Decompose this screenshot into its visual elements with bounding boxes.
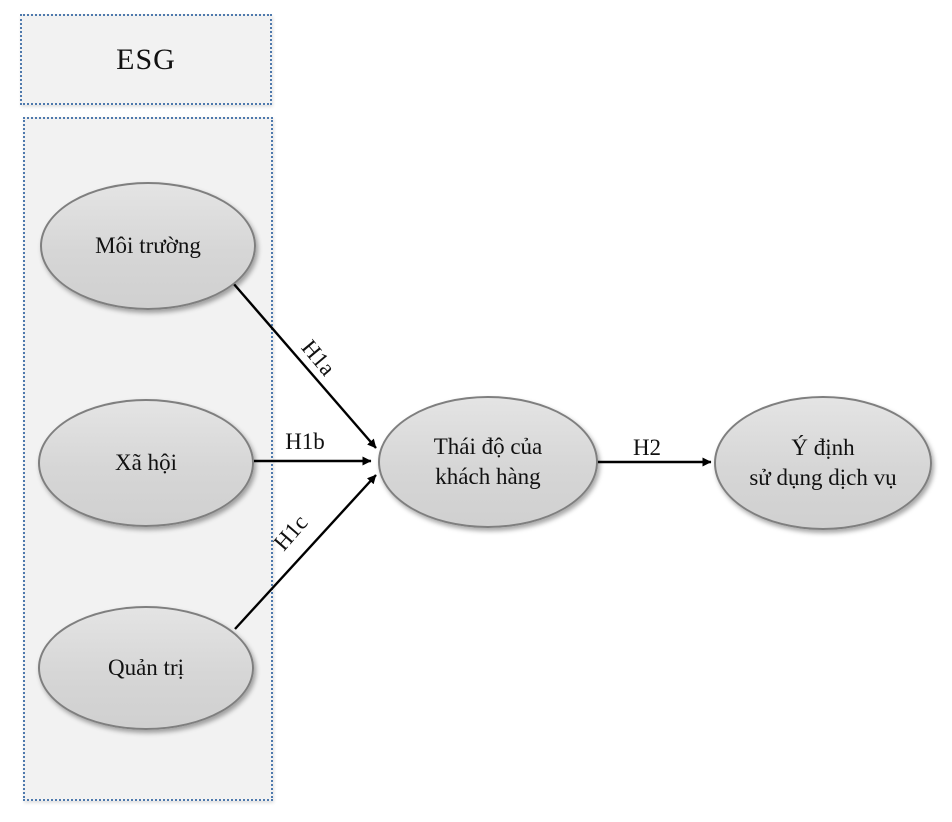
node-customer-attitude-label-line1: Thái độ của	[433, 434, 543, 460]
edge-label-h2: H2	[632, 435, 662, 460]
node-social-label: Xã hội	[115, 450, 177, 476]
node-usage-intention-label-line2: sử dụng dịch vụ	[749, 465, 897, 490]
node-governance: Quản trị	[38, 606, 254, 730]
node-environment: Môi trường	[40, 182, 256, 310]
node-customer-attitude-label-line2: khách hàng	[435, 464, 541, 489]
node-usage-intention-label-line1: Ý định	[791, 435, 855, 461]
node-environment-label: Môi trường	[95, 233, 201, 259]
node-governance-label: Quản trị	[107, 655, 184, 681]
esg-group-title-box: ESG	[20, 14, 272, 105]
arrow-h1a	[232, 282, 377, 449]
node-customer-attitude: Thái độ của khách hàng	[378, 396, 598, 528]
edge-label-h1b: H1b	[285, 429, 325, 454]
arrow-h1c	[234, 474, 377, 630]
esg-group-title: ESG	[116, 42, 176, 76]
node-social: Xã hội	[38, 399, 254, 527]
node-usage-intention: Ý định sử dụng dịch vụ	[714, 396, 932, 530]
